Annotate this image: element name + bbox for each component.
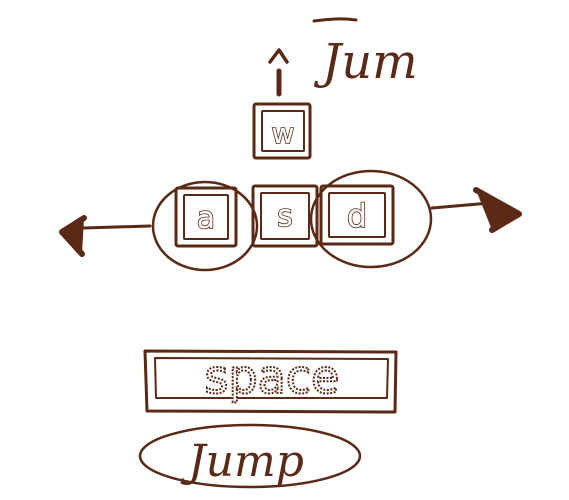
key-d: d <box>319 184 395 246</box>
key-a-label: a <box>197 201 215 236</box>
key-s: s <box>251 184 319 248</box>
left-circle <box>151 180 259 272</box>
jump-label-bottom-group: Jump <box>138 423 362 489</box>
key-space: space <box>143 349 398 414</box>
jump-label-bottom: Jump <box>180 436 304 487</box>
right-circle <box>309 169 433 269</box>
key-space-label: space <box>205 350 340 404</box>
up-arrow-icon <box>268 48 289 97</box>
key-w: w <box>252 102 312 160</box>
right-arrow-icon <box>430 187 522 233</box>
key-s-label: s <box>277 199 293 234</box>
key-d-label: d <box>347 197 367 235</box>
key-a: a <box>174 186 238 248</box>
jump-label-top-group: Jum <box>312 17 418 90</box>
left-arrow-icon <box>59 215 152 257</box>
key-w-label: w <box>272 117 295 150</box>
jump-label-top: Jum <box>313 34 418 90</box>
jump-bottom-ellipse <box>138 423 362 489</box>
